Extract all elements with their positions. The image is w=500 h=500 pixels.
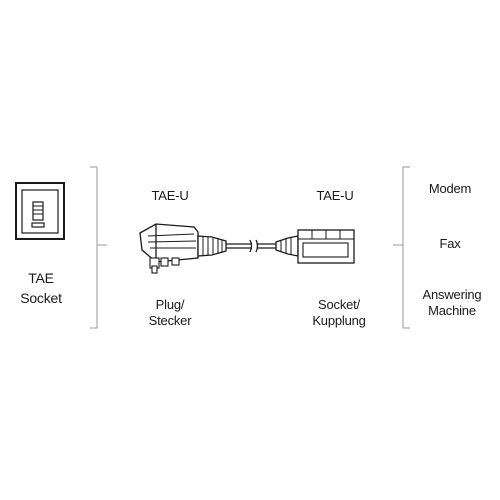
device-item-fax: Fax	[410, 236, 490, 252]
device-item-answering-machine-line1: Answering	[422, 287, 482, 302]
device-item-answering-machine-line2: Machine	[428, 303, 476, 318]
socket-title: TAE-U	[316, 188, 354, 203]
device-item-answering-machine: Answering Machine	[410, 287, 494, 319]
device-item-fax-label: Fax	[439, 236, 461, 251]
plug-caption-line2: Stecker	[148, 313, 192, 328]
plug-caption: Plug/ Stecker	[130, 297, 210, 329]
socket-caption-line2: Kupplung	[312, 313, 366, 328]
plug-caption-line1: Plug/	[155, 297, 185, 312]
tae-socket-label-line2: Socket	[20, 290, 62, 306]
device-item-modem: Modem	[410, 181, 490, 197]
plug-title: TAE-U	[151, 188, 189, 203]
right-divider	[393, 166, 410, 329]
socket-caption-line1: Socket/	[318, 297, 360, 312]
cable	[226, 239, 276, 253]
left-divider	[90, 166, 107, 329]
tae-socket-label: TAE Socket	[12, 268, 70, 308]
device-item-modem-label: Modem	[428, 181, 472, 196]
tae-wall-socket-icon	[15, 182, 65, 240]
socket-caption: Socket/ Kupplung	[297, 297, 381, 329]
tae-coupling-icon	[275, 229, 355, 264]
tae-socket-label-line1: TAE	[28, 270, 54, 286]
tae-plug-icon	[139, 223, 227, 274]
